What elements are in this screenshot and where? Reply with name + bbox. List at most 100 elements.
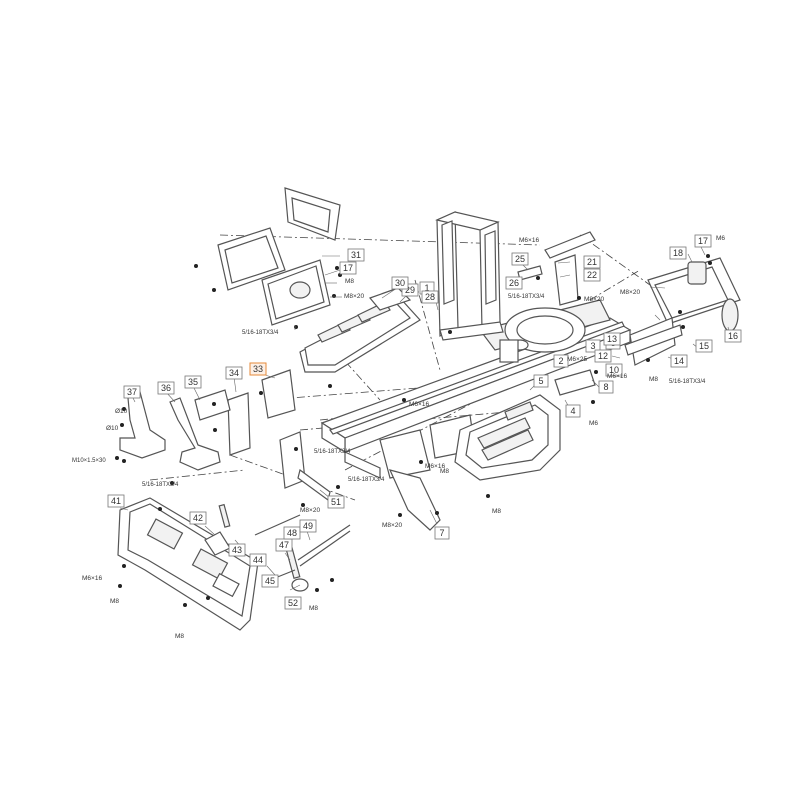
- svg-text:35: 35: [188, 377, 198, 387]
- fastener-label: M8: [345, 278, 354, 285]
- callout-44: 44: [249, 553, 267, 567]
- callout-52: 52: [284, 596, 302, 610]
- callout-47: 47: [275, 538, 293, 552]
- callout-49: 49: [299, 519, 317, 533]
- fastener-label: 5/16-18TX3/4: [348, 477, 385, 483]
- svg-text:10: 10: [609, 365, 619, 375]
- svg-text:14: 14: [674, 356, 684, 366]
- fastener-label: M6×16: [409, 401, 429, 408]
- callout-48: 48: [283, 526, 301, 540]
- right-footboard-part: [388, 369, 596, 531]
- callout-21: 21: [583, 255, 601, 269]
- callout-33-highlighted: 33: [249, 362, 267, 376]
- svg-text:1: 1: [424, 283, 429, 293]
- svg-text:7: 7: [439, 528, 444, 538]
- svg-text:21: 21: [587, 257, 597, 267]
- callout-22: 22: [583, 268, 601, 282]
- svg-text:26: 26: [509, 278, 519, 288]
- svg-text:37: 37: [127, 387, 137, 397]
- fastener-label: M8×20: [344, 293, 364, 300]
- callout-34: 34: [225, 366, 243, 380]
- svg-text:16: 16: [728, 331, 738, 341]
- svg-text:44: 44: [253, 555, 263, 565]
- fastener-labels: M8 M8×20 5/16-18TX3/4 M6×16 5/16-18TX3/4…: [72, 235, 725, 640]
- svg-text:17: 17: [343, 263, 353, 273]
- callout-25: 25: [511, 252, 529, 266]
- svg-text:47: 47: [279, 540, 289, 550]
- svg-text:5: 5: [538, 376, 543, 386]
- svg-text:22: 22: [587, 270, 597, 280]
- fastener-label: 5/16-18TX3/4: [669, 379, 706, 385]
- fastener-label: M6: [589, 420, 598, 427]
- callout-43: 43: [228, 543, 246, 557]
- fastener-label: M8: [649, 376, 658, 383]
- fastener-label: M6×25: [567, 356, 587, 363]
- fastener-label: M6×16: [425, 463, 445, 470]
- svg-text:36: 36: [161, 383, 171, 393]
- callout-15: 15: [695, 339, 713, 353]
- bracket-51-part: [279, 431, 331, 502]
- callout-8: 8: [598, 380, 614, 394]
- svg-text:30: 30: [395, 278, 405, 288]
- svg-text:45: 45: [265, 576, 275, 586]
- fastener-label: 5/16-18TX3/4: [142, 482, 179, 488]
- side-plate-14-part: [624, 317, 683, 366]
- front-panel-41-part: [117, 497, 259, 631]
- callout-26: 26: [505, 276, 523, 290]
- pedal-36-part: [169, 397, 221, 471]
- fastener-label: M8×20: [584, 296, 604, 303]
- svg-text:2: 2: [558, 356, 563, 366]
- bracket-21-part: [517, 231, 596, 306]
- svg-text:29: 29: [405, 285, 415, 295]
- fastener-label: M6×16: [519, 237, 539, 244]
- svg-text:41: 41: [111, 496, 121, 506]
- callout-14: 14: [670, 354, 688, 368]
- callout-13: 13: [603, 332, 621, 346]
- svg-text:42: 42: [193, 513, 203, 523]
- svg-text:48: 48: [287, 528, 297, 538]
- svg-text:17: 17: [698, 236, 708, 246]
- fastener-label: M8: [110, 598, 119, 605]
- callout-17-left-panel: 17: [339, 261, 357, 275]
- callout-35: 35: [184, 375, 202, 389]
- fastener-label: M8×20: [300, 507, 320, 514]
- fastener-label: M6×16: [607, 373, 627, 380]
- svg-text:25: 25: [515, 254, 525, 264]
- fastener-label: Ø10: [115, 408, 128, 415]
- rear-bumper-part: [647, 257, 741, 332]
- svg-text:15: 15: [699, 341, 709, 351]
- fastener-label: M8: [492, 508, 501, 515]
- svg-text:8: 8: [603, 382, 608, 392]
- fastener-label: 5/16-18TX3/4: [314, 449, 351, 455]
- bracket-33-part: [194, 369, 296, 456]
- fastener-label: M8×20: [382, 522, 402, 529]
- callout-12: 12: [594, 349, 612, 363]
- svg-text:51: 51: [331, 497, 341, 507]
- callouts: 1 2 3 4 5 6 7 8 10 12 13 14 15 16 17 17 …: [107, 234, 742, 610]
- svg-text:12: 12: [598, 351, 608, 361]
- fastener-label: M6: [716, 235, 725, 242]
- callout-30: 30: [391, 276, 409, 290]
- callout-37: 37: [123, 385, 141, 399]
- svg-text:31: 31: [351, 250, 361, 260]
- fastener-label: M8: [440, 468, 449, 475]
- callout-45: 45: [261, 574, 279, 588]
- pedal-37-part: [119, 391, 166, 459]
- svg-text:18: 18: [673, 248, 683, 258]
- svg-text:49: 49: [303, 521, 313, 531]
- callout-31: 31: [347, 248, 365, 262]
- callout-16: 16: [724, 329, 742, 343]
- svg-text:13: 13: [607, 334, 617, 344]
- callout-2: 2: [553, 354, 569, 368]
- svg-text:3: 3: [590, 341, 595, 351]
- fastener-label: 5/16-18TX3/4: [508, 294, 545, 300]
- svg-text:43: 43: [232, 545, 242, 555]
- svg-text:52: 52: [288, 598, 298, 608]
- callout-7: 7: [434, 526, 450, 540]
- fastener-label: M8: [309, 605, 318, 612]
- panel-31-part: [217, 187, 341, 291]
- callout-18: 18: [669, 246, 687, 260]
- callout-42: 42: [189, 511, 207, 525]
- svg-text:34: 34: [229, 368, 239, 378]
